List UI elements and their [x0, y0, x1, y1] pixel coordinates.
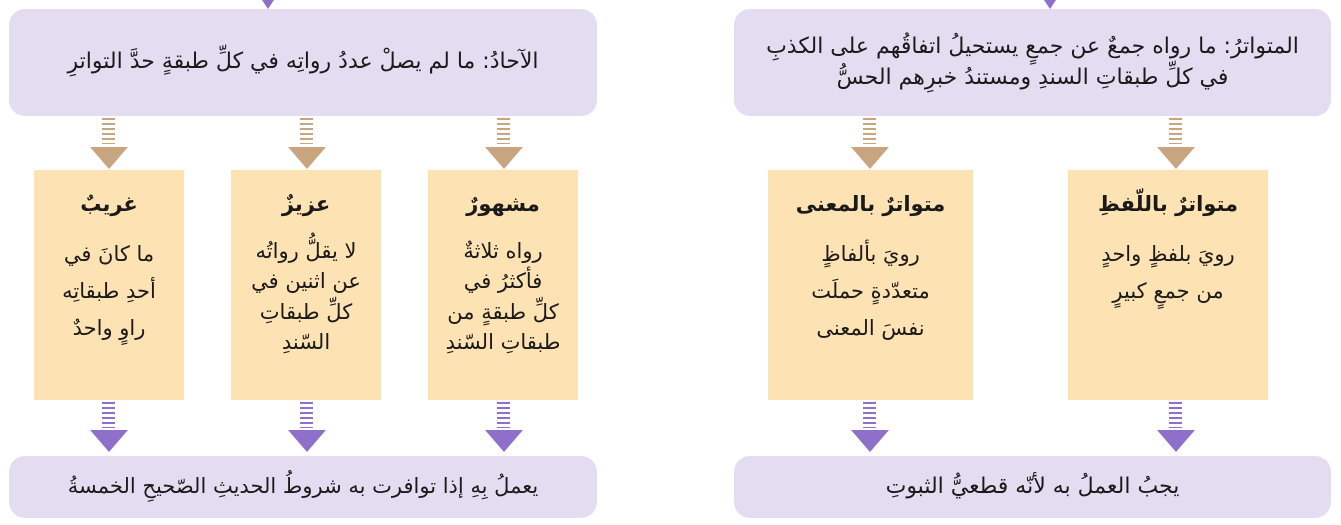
down-arrow [485, 430, 523, 452]
connector-stripes [863, 118, 876, 144]
down-arrow [1157, 147, 1195, 169]
connector-stripes [102, 118, 115, 144]
branch-title: مشهورٌ [466, 192, 540, 216]
branch-body: لا يقلُّ رواتُه عن اثنين في كلِّ طبقاتِ … [231, 236, 381, 358]
branch-line: فأكثرُ في [463, 269, 543, 294]
down-arrow [851, 147, 889, 169]
branch-title: متواترٌ بالمعنى [795, 192, 946, 216]
branch-box-manawi: متواترٌ بالمعنى رويَ بألفاظٍ متعدّدةٍ حم… [768, 170, 973, 400]
branch-box-aziz: عزيزٌ لا يقلُّ رواتُه عن اثنين في كلِّ ط… [231, 170, 381, 400]
branch-body: ما كانَ في أحدِ طبقاتِه راوٍ واحدٌ [34, 236, 184, 346]
branch-line: كلِّ طبقاتِ [259, 299, 353, 324]
branch-line: متعدّدةٍ حملَت [811, 278, 930, 303]
branch-line: نفسَ المعنى [816, 315, 925, 340]
down-arrow [485, 147, 523, 169]
branch-body: رويَ بألفاظٍ متعدّدةٍ حملَت نفسَ المعنى [768, 236, 973, 346]
branch-box-mashhur: مشهورٌ رواه ثلاثةٌ فأكثرُ في كلِّ طبقةٍ … [428, 170, 578, 400]
branch-line: لا يقلُّ رواتُه [255, 239, 357, 263]
branch-title: غريبٌ [80, 192, 138, 216]
branch-body: رويَ بلفظٍ واحدٍ من جمعٍ كبيرٍ [1068, 236, 1268, 310]
branch-line: أحدِ طبقاتِه [62, 278, 156, 303]
branch-body: رواه ثلاثةٌ فأكثرُ في كلِّ طبقةٍ من طبقا… [428, 236, 578, 358]
connector-stripes [1169, 402, 1182, 428]
ahad-ruling-text: يعملُ بِهِ إذا توافرت به شروطُ الحديثِ ا… [67, 474, 539, 499]
incoming-arrow-left [262, 0, 274, 9]
branch-title: عزيزٌ [281, 192, 331, 216]
mutawatir-ruling-box: يجبُ العملُ به لأنّه قطعيُّ الثبوتِ [734, 456, 1331, 518]
connector-stripes [863, 402, 876, 428]
mutawatir-ruling-text: يجبُ العملُ به لأنّه قطعيُّ الثبوتِ [885, 473, 1180, 499]
ahad-definition-box: الآحادُ: ما لم يصلْ عددُ رواتِه في كلِّ … [9, 9, 597, 116]
branch-line: عن اثنين في [251, 269, 361, 294]
mutawatir-definition-text: المتواترُ: ما رواه جمعٌ عن جمعٍ يستحيلُ … [766, 33, 1299, 90]
connector-stripes [300, 402, 313, 428]
branch-line: ما كانَ في [63, 242, 155, 266]
branch-title: متواترٌ باللّفظِ [1097, 192, 1239, 216]
incoming-arrow-right [1044, 0, 1056, 9]
connector-stripes [102, 402, 115, 428]
branch-line: من جمعٍ كبيرٍ [1112, 278, 1224, 303]
down-arrow [1157, 430, 1195, 452]
branch-box-lafzi: متواترٌ باللّفظِ رويَ بلفظٍ واحدٍ من جمع… [1068, 170, 1268, 400]
branch-line: راوٍ واحدٌ [72, 315, 146, 340]
ahad-definition-text: الآحادُ: ما لم يصلْ عددُ رواتِه في كلِّ … [67, 49, 539, 75]
down-arrow [90, 430, 128, 452]
branch-line: رواه ثلاثةٌ [463, 239, 543, 263]
branch-line: السّندِ [281, 330, 331, 355]
branch-line: كلِّ طبقةٍ من [447, 299, 559, 324]
ahad-ruling-box: يعملُ بِهِ إذا توافرت به شروطُ الحديثِ ا… [9, 456, 597, 518]
down-arrow [851, 430, 889, 452]
branch-line: رويَ بلفظٍ واحدٍ [1101, 242, 1235, 266]
connector-stripes [497, 118, 510, 144]
connector-stripes [1169, 118, 1182, 144]
down-arrow [288, 430, 326, 452]
down-arrow [90, 147, 128, 169]
connector-stripes [300, 118, 313, 144]
mutawatir-definition-box: المتواترُ: ما رواه جمعٌ عن جمعٍ يستحيلُ … [734, 9, 1331, 116]
down-arrow [288, 147, 326, 169]
branch-line: طبقاتِ السّندِ [445, 330, 561, 355]
branch-line: رويَ بألفاظٍ [821, 242, 920, 266]
connector-stripes [497, 402, 510, 428]
branch-box-gharib: غريبٌ ما كانَ في أحدِ طبقاتِه راوٍ واحدٌ [34, 170, 184, 400]
